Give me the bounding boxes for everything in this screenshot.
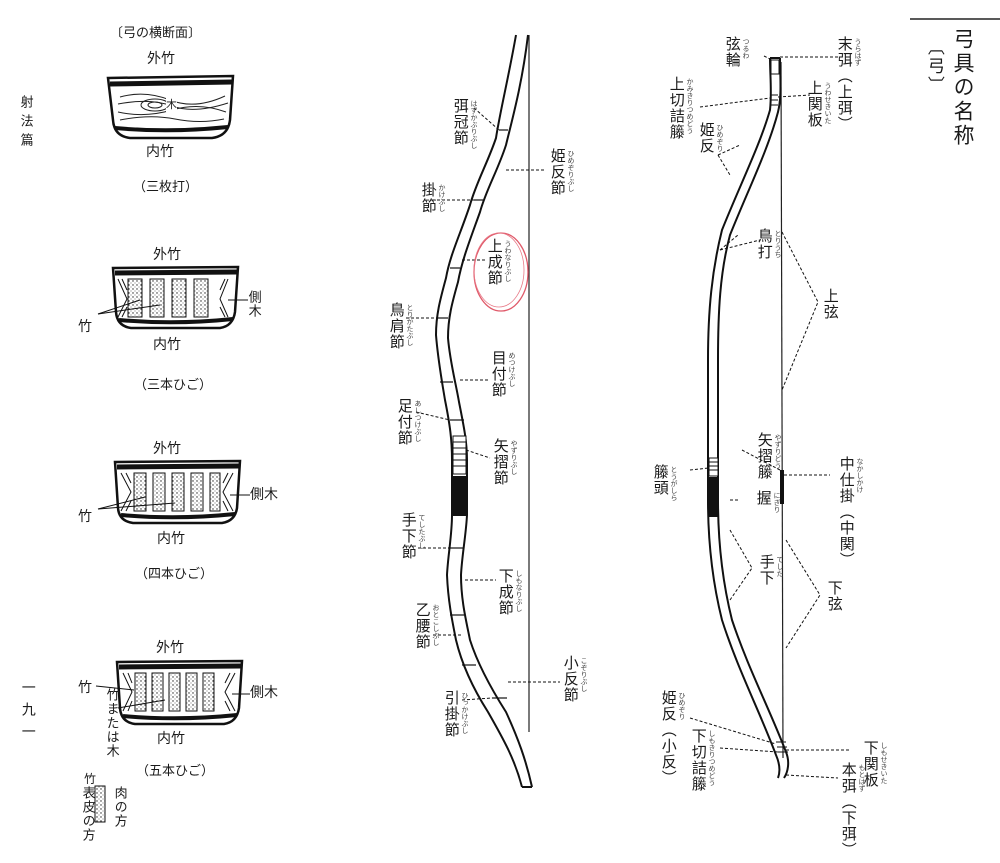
strung-yazuritou: 矢摺籐	[755, 432, 774, 480]
legend-flesh-side: 肉の方	[111, 786, 127, 828]
label-inner-2: 内竹	[153, 337, 181, 353]
page-title: 弓具の名称	[951, 28, 976, 148]
ruby-himezori-kozori: ひめぞり	[678, 692, 686, 720]
ruby-torikata: とりかたぶし	[406, 304, 414, 346]
ruby-metsuke: めつけぶし	[508, 352, 516, 387]
strung-nakashikake: 中仕掛（中関）	[837, 456, 856, 568]
bow-part-metsuke: 目付節	[489, 350, 508, 398]
strung-shimozuru: 下弦	[825, 580, 844, 612]
legend-bamboo: 竹	[84, 772, 97, 786]
legend-skin-side: 表皮の方	[79, 786, 95, 842]
caption-4: （五本ひご）	[136, 764, 215, 779]
ruby-nigiri: にぎり	[773, 492, 781, 513]
strung-bow	[689, 55, 850, 779]
strung-motohazu: 本弭（下弭）	[839, 762, 858, 858]
label-side-wood-2: 側木	[245, 290, 261, 318]
ruby-uwanari: うわなりぶし	[504, 240, 512, 282]
strung-uwazuru: 上弦	[821, 288, 840, 320]
ruby-nakashikake: なかしかけ	[856, 458, 864, 493]
bow-outline-left	[434, 34, 523, 788]
strung-tsuruwa: 弦輪	[723, 36, 742, 68]
bow-part-torikata: 鳥肩節	[387, 302, 406, 350]
ruby-hikkake: ひっかけぶし	[461, 692, 469, 734]
label-side-wood-3: 側木	[250, 487, 278, 503]
caption-3: （四本ひご）	[135, 567, 214, 582]
cross-section-sanbon-higo	[97, 265, 248, 330]
cross-section-heading: 〔弓の横断面〕	[110, 26, 202, 41]
bowstring	[780, 61, 784, 759]
strung-urahazu: 末弭（上弭）	[835, 36, 854, 132]
bow-part-teshita: 手下節	[399, 512, 418, 560]
page-subtitle: 〔弓〕	[923, 38, 944, 95]
ruby-urahazu: うらはず	[854, 38, 862, 66]
ruby-shimosekiita: しもせきいた	[880, 742, 888, 784]
label-outer-1: 外竹	[147, 51, 175, 67]
bow-part-ashitsuke: 足付節	[395, 398, 414, 446]
ruby-kamikiritsume: かみきりつめどう	[686, 78, 694, 134]
strung-teshita: 手下	[757, 554, 776, 586]
ruby-shimonari: しもなりぶし	[515, 570, 523, 612]
legend-swatch	[94, 785, 106, 823]
label-side-wood-4: 側木	[250, 685, 278, 701]
bow-part-himezori: 姫反節	[548, 148, 567, 196]
unstrung-bow	[406, 34, 560, 788]
ruby-toriuchi: とりうち	[774, 230, 782, 258]
bow-part-kozori: 小反節	[561, 655, 580, 703]
bow-part-uwanari: 上成節	[485, 238, 504, 286]
label-bamboo-4: 竹	[78, 680, 92, 696]
ruby-hazukaburi: はずかぶりぶし	[470, 100, 478, 149]
strung-shimokiritsume: 下切詰籐	[689, 728, 708, 792]
ruby-teshita-strung: てした	[776, 556, 784, 577]
label-wood-1: 木	[166, 96, 177, 112]
label-outer-4: 外竹	[156, 640, 184, 656]
ruby-uwasekiita: うわせきいた	[824, 82, 832, 124]
strung-kamikiritsume: 上切詰籐	[667, 76, 686, 140]
label-outer-3: 外竹	[153, 441, 181, 457]
cross-section-yonhon-higo	[97, 459, 250, 525]
bow-part-hikkake: 引掛節	[442, 690, 461, 738]
ruby-kozori: こぞりぶし	[580, 657, 588, 692]
grip-wrap	[453, 476, 466, 516]
label-inner-3: 内竹	[157, 531, 185, 547]
bow-outline-right	[446, 34, 533, 788]
ruby-himezori-strung: ひめぞり	[716, 124, 724, 152]
caption-1: （三枚打）	[133, 180, 199, 195]
label-outer-2: 外竹	[153, 247, 181, 263]
label-inner-1: 内竹	[146, 144, 174, 160]
ruby-teshita: てしたぶし	[418, 514, 426, 549]
ruby-kake: かけぶし	[438, 184, 446, 212]
ruby-himezori: ひめぞりぶし	[567, 150, 575, 192]
strung-toriuchi: 鳥打	[755, 228, 774, 260]
strung-nigiri: 握	[754, 490, 773, 506]
ruby-tsuruwa: つるわ	[742, 38, 750, 59]
page-number: 一九一	[19, 680, 36, 746]
ruby-motohazu: もとはず	[858, 764, 866, 792]
label-bamboo-or-wood: 竹または木	[103, 688, 119, 758]
ruby-yazuritou: やずりどう	[774, 434, 782, 469]
section-label: 射法篇	[17, 95, 33, 152]
strung-uwasekiita: 上関板	[805, 80, 824, 128]
strung-himezori-kozori: 姫反（小反）	[659, 690, 678, 786]
ruby-yazuri: やずりぶし	[510, 440, 518, 475]
caption-2: （三本ひご）	[134, 378, 213, 393]
cross-section-gohon-higo	[95, 659, 250, 726]
strung-himezori: 姫反	[697, 122, 716, 154]
label-inner-4: 内竹	[157, 731, 185, 747]
ruby-shimokiritsume: しもきりつめどう	[708, 730, 716, 786]
bow-part-hazukaburi: 弭冠節	[451, 98, 470, 146]
ruby-ashitsuke: あしつけぶし	[414, 400, 422, 442]
label-bamboo-3: 竹	[78, 509, 92, 525]
ruby-tougashira: とうがしら	[670, 466, 678, 501]
label-bamboo-2: 竹	[78, 319, 92, 335]
bow-part-kake: 掛節	[419, 182, 438, 214]
bow-part-otokoshi: 乙腰節	[413, 602, 432, 650]
strung-shimosekiita: 下関板	[861, 740, 880, 788]
strung-tougashira: 籐頭	[651, 464, 670, 496]
bow-part-yazuri: 矢摺節	[491, 438, 510, 486]
ruby-otokoshi: おとこしぶし	[432, 604, 440, 646]
bow-part-shimonari: 下成節	[496, 568, 515, 616]
